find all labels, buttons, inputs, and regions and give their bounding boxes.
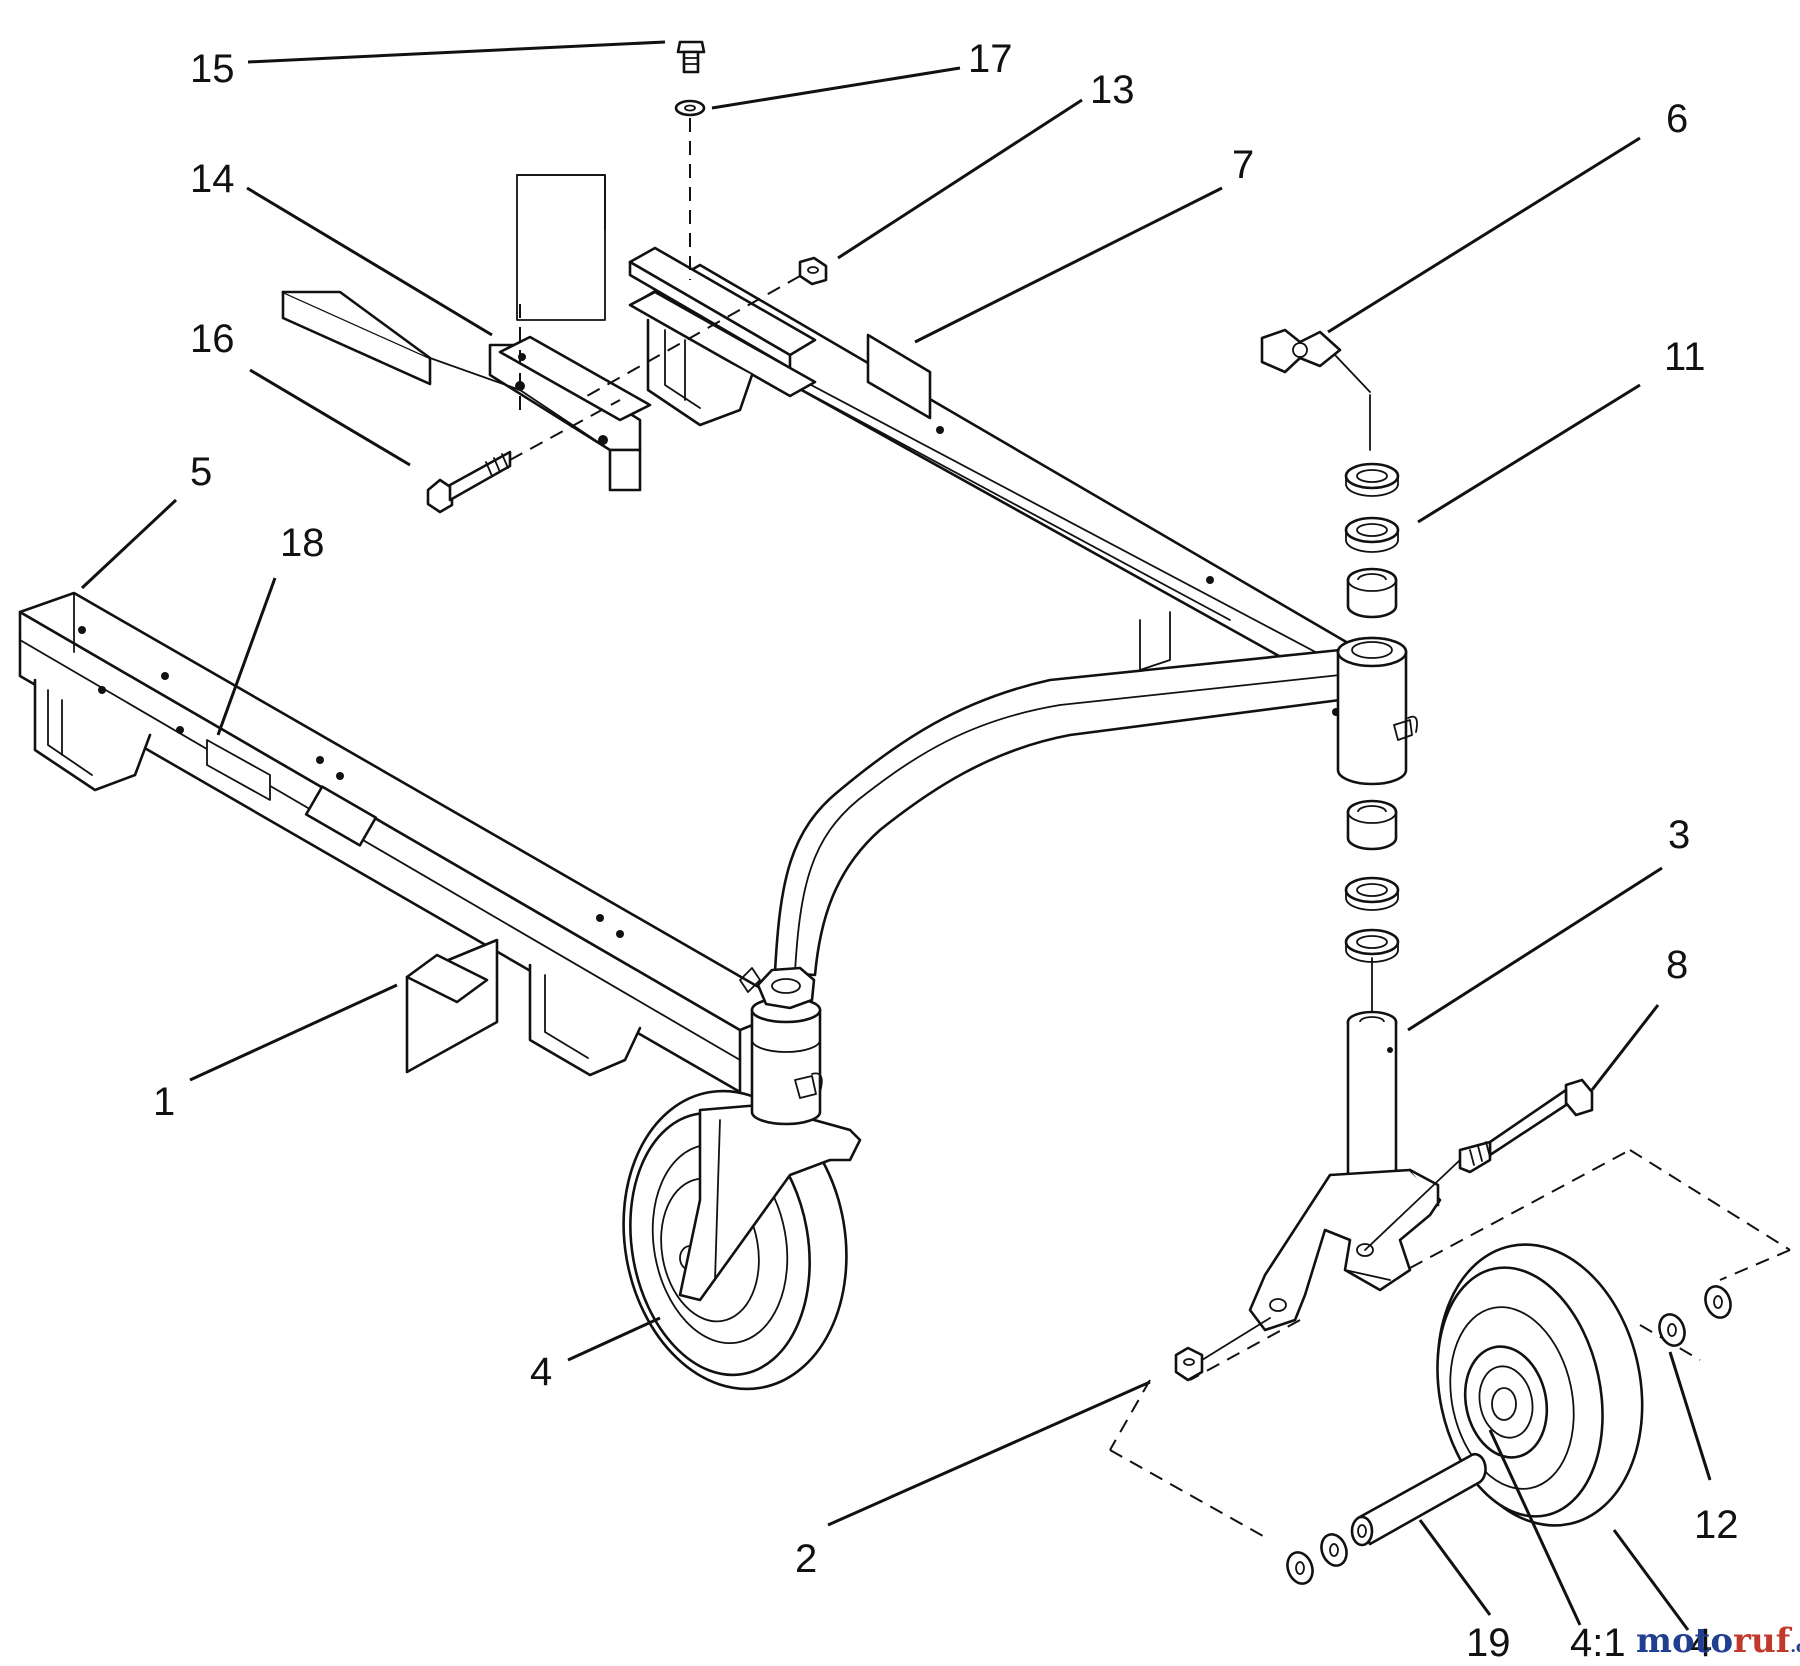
callout-14: 14 [190,157,235,201]
washers-left [1286,1533,1348,1585]
callout-3: 3 [1668,813,1690,857]
bushing-lower-2 [1344,928,1400,963]
callout-13: 13 [1090,68,1135,112]
grease-fitting-6 [1260,328,1371,393]
callout-18: 18 [280,521,325,565]
callout-5: 5 [190,450,212,494]
hardware [426,40,828,514]
bushing-upper [1344,462,1400,497]
washers-12 [1658,1285,1732,1347]
bolt-15 [676,40,706,74]
left-bracket [33,678,152,792]
caster-frame [18,263,1418,1094]
mid-bracket [528,963,642,1077]
callout-1: 1 [153,1080,175,1124]
svg-text:motoruf.de: motoruf.de [1636,1621,1800,1661]
bushing-flanged-upper [1346,567,1398,619]
axle-bolt-8 [1364,1078,1594,1251]
callout-4-left: 4 [530,1350,552,1394]
washer-17 [674,99,706,117]
bushing-flanged-lower [1346,799,1398,851]
callout-16: 16 [190,317,235,361]
decal [206,739,271,801]
callout-19: 19 [1466,1621,1511,1665]
caster-fork-3 [1248,1010,1442,1332]
callout-4-right: 4 [1690,1621,1712,1665]
bolt-16 [426,450,512,514]
nameplate [304,785,378,847]
callout-2: 2 [795,1537,817,1581]
callout-12: 12 [1694,1503,1739,1547]
caster-stack [1260,328,1400,1013]
leader-lines [80,40,1712,1631]
spacer-19 [1350,1452,1487,1547]
mounting-bracket-assembly [281,174,932,492]
callout-4-1: 4:1 [1570,1621,1626,1665]
nut-13 [798,256,828,286]
callout-11: 11 [1664,335,1706,379]
bushing-lower-1 [1344,876,1400,911]
watermark-logo: motoruf.de [1636,1621,1800,1661]
callout-15: 15 [190,47,235,91]
callout-6: 6 [1666,97,1688,141]
left-caster-wheel [622,966,862,1391]
callout-labels: 15 17 13 14 7 6 11 16 5 18 3 8 1 4 2 12 … [153,37,1739,1665]
spacer-block-1 [405,938,499,1074]
locknut [1174,1317,1271,1382]
bushing-middle [1344,516,1400,553]
callout-17: 17 [968,37,1013,81]
callout-8: 8 [1666,943,1688,987]
callout-7: 7 [1232,143,1254,187]
